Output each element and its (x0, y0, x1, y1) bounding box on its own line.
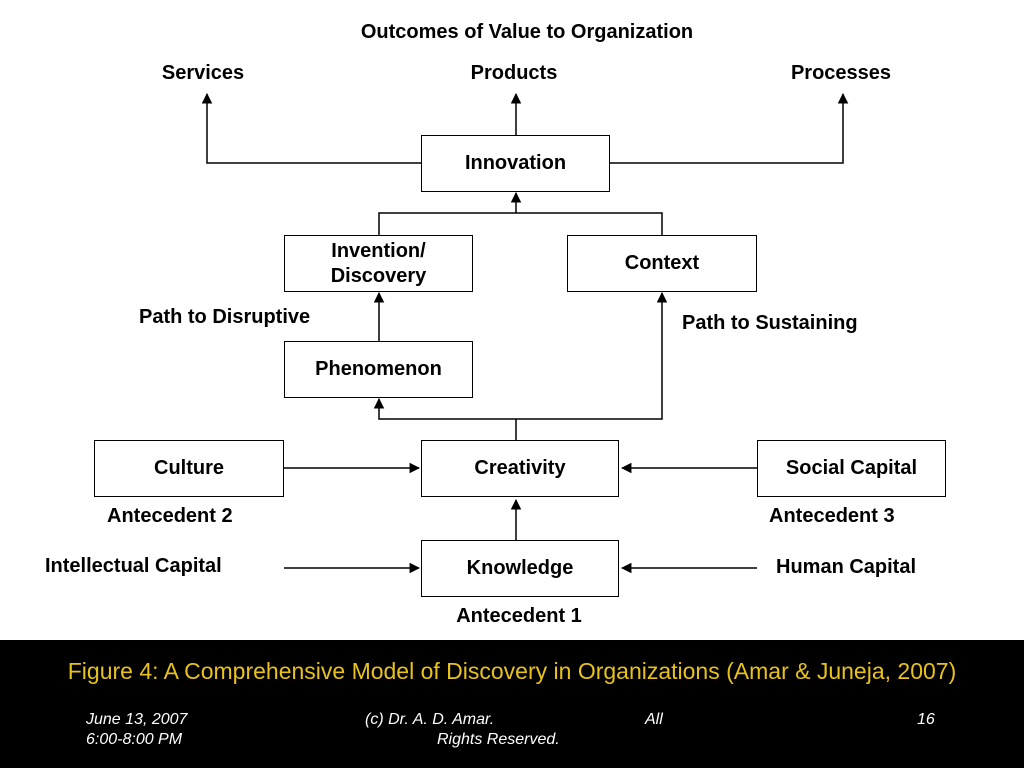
antecedent-3-label: Antecedent 3 (769, 505, 895, 527)
context-box: Context (567, 235, 757, 292)
discovery-model-diagram: Outcomes of Value to Organization Servic… (45, 21, 946, 627)
arrow-to-phenomenon (373, 397, 516, 420)
culture-label: Culture (154, 457, 224, 479)
social-capital-label: Social Capital (785, 457, 918, 479)
phenomenon-label: Phenomenon (315, 358, 442, 380)
creativity-label: Creativity (474, 457, 566, 479)
knowledge-label: Knowledge (466, 557, 574, 579)
figure-caption: Figure 4: A Comprehensive Model of Disco… (67, 658, 957, 684)
path-to-disruptive-label: Path to Disruptive (139, 306, 311, 328)
diagram-title: Outcomes of Value to Organization (360, 21, 694, 43)
invention-discovery-box: Invention/ Discovery (284, 235, 473, 292)
outcome-processes: Processes (790, 62, 892, 84)
arrow-innovation-to-services (201, 92, 421, 164)
arrow-innovation-to-processes (610, 92, 849, 164)
footer-date-line2: 6:00-8:00 PM (86, 731, 183, 748)
culture-box: Culture (94, 440, 284, 497)
footer-rights-line2: Rights Reserved. (437, 731, 560, 748)
connector-lines (201, 92, 849, 574)
footer-date: June 13, 2007 6:00-8:00 PM (86, 710, 187, 750)
antecedent-2-label: Antecedent 2 (107, 505, 233, 527)
footer-rights-line1: All (645, 711, 663, 728)
context-label: Context (624, 252, 700, 274)
human-capital-label: Human Capital (776, 556, 917, 578)
phenomenon-box: Phenomenon (284, 341, 473, 398)
antecedent-1-label: Antecedent 1 (456, 605, 582, 627)
slide-footer: Figure 4: A Comprehensive Model of Disco… (0, 640, 1024, 768)
invention-label-line1: Invention/ (331, 239, 426, 262)
footer-copyright: (c) Dr. A. D. Amar. (365, 711, 495, 728)
path-to-sustaining-label: Path to Sustaining (682, 312, 858, 334)
innovation-label: Innovation (464, 152, 567, 174)
knowledge-box: Knowledge (421, 540, 619, 597)
arrow-to-context (516, 291, 668, 420)
page-number: 16 (917, 711, 935, 728)
connector-invention-context (378, 212, 663, 235)
creativity-box: Creativity (421, 440, 619, 497)
outcome-services: Services (161, 62, 245, 84)
footer-date-line1: June 13, 2007 (86, 711, 188, 728)
social-capital-box: Social Capital (757, 440, 946, 497)
invention-label-line2: Discovery (330, 264, 427, 287)
outcome-products: Products (470, 62, 558, 84)
intellectual-capital-label: Intellectual Capital (45, 555, 222, 577)
innovation-box: Innovation (421, 135, 610, 192)
